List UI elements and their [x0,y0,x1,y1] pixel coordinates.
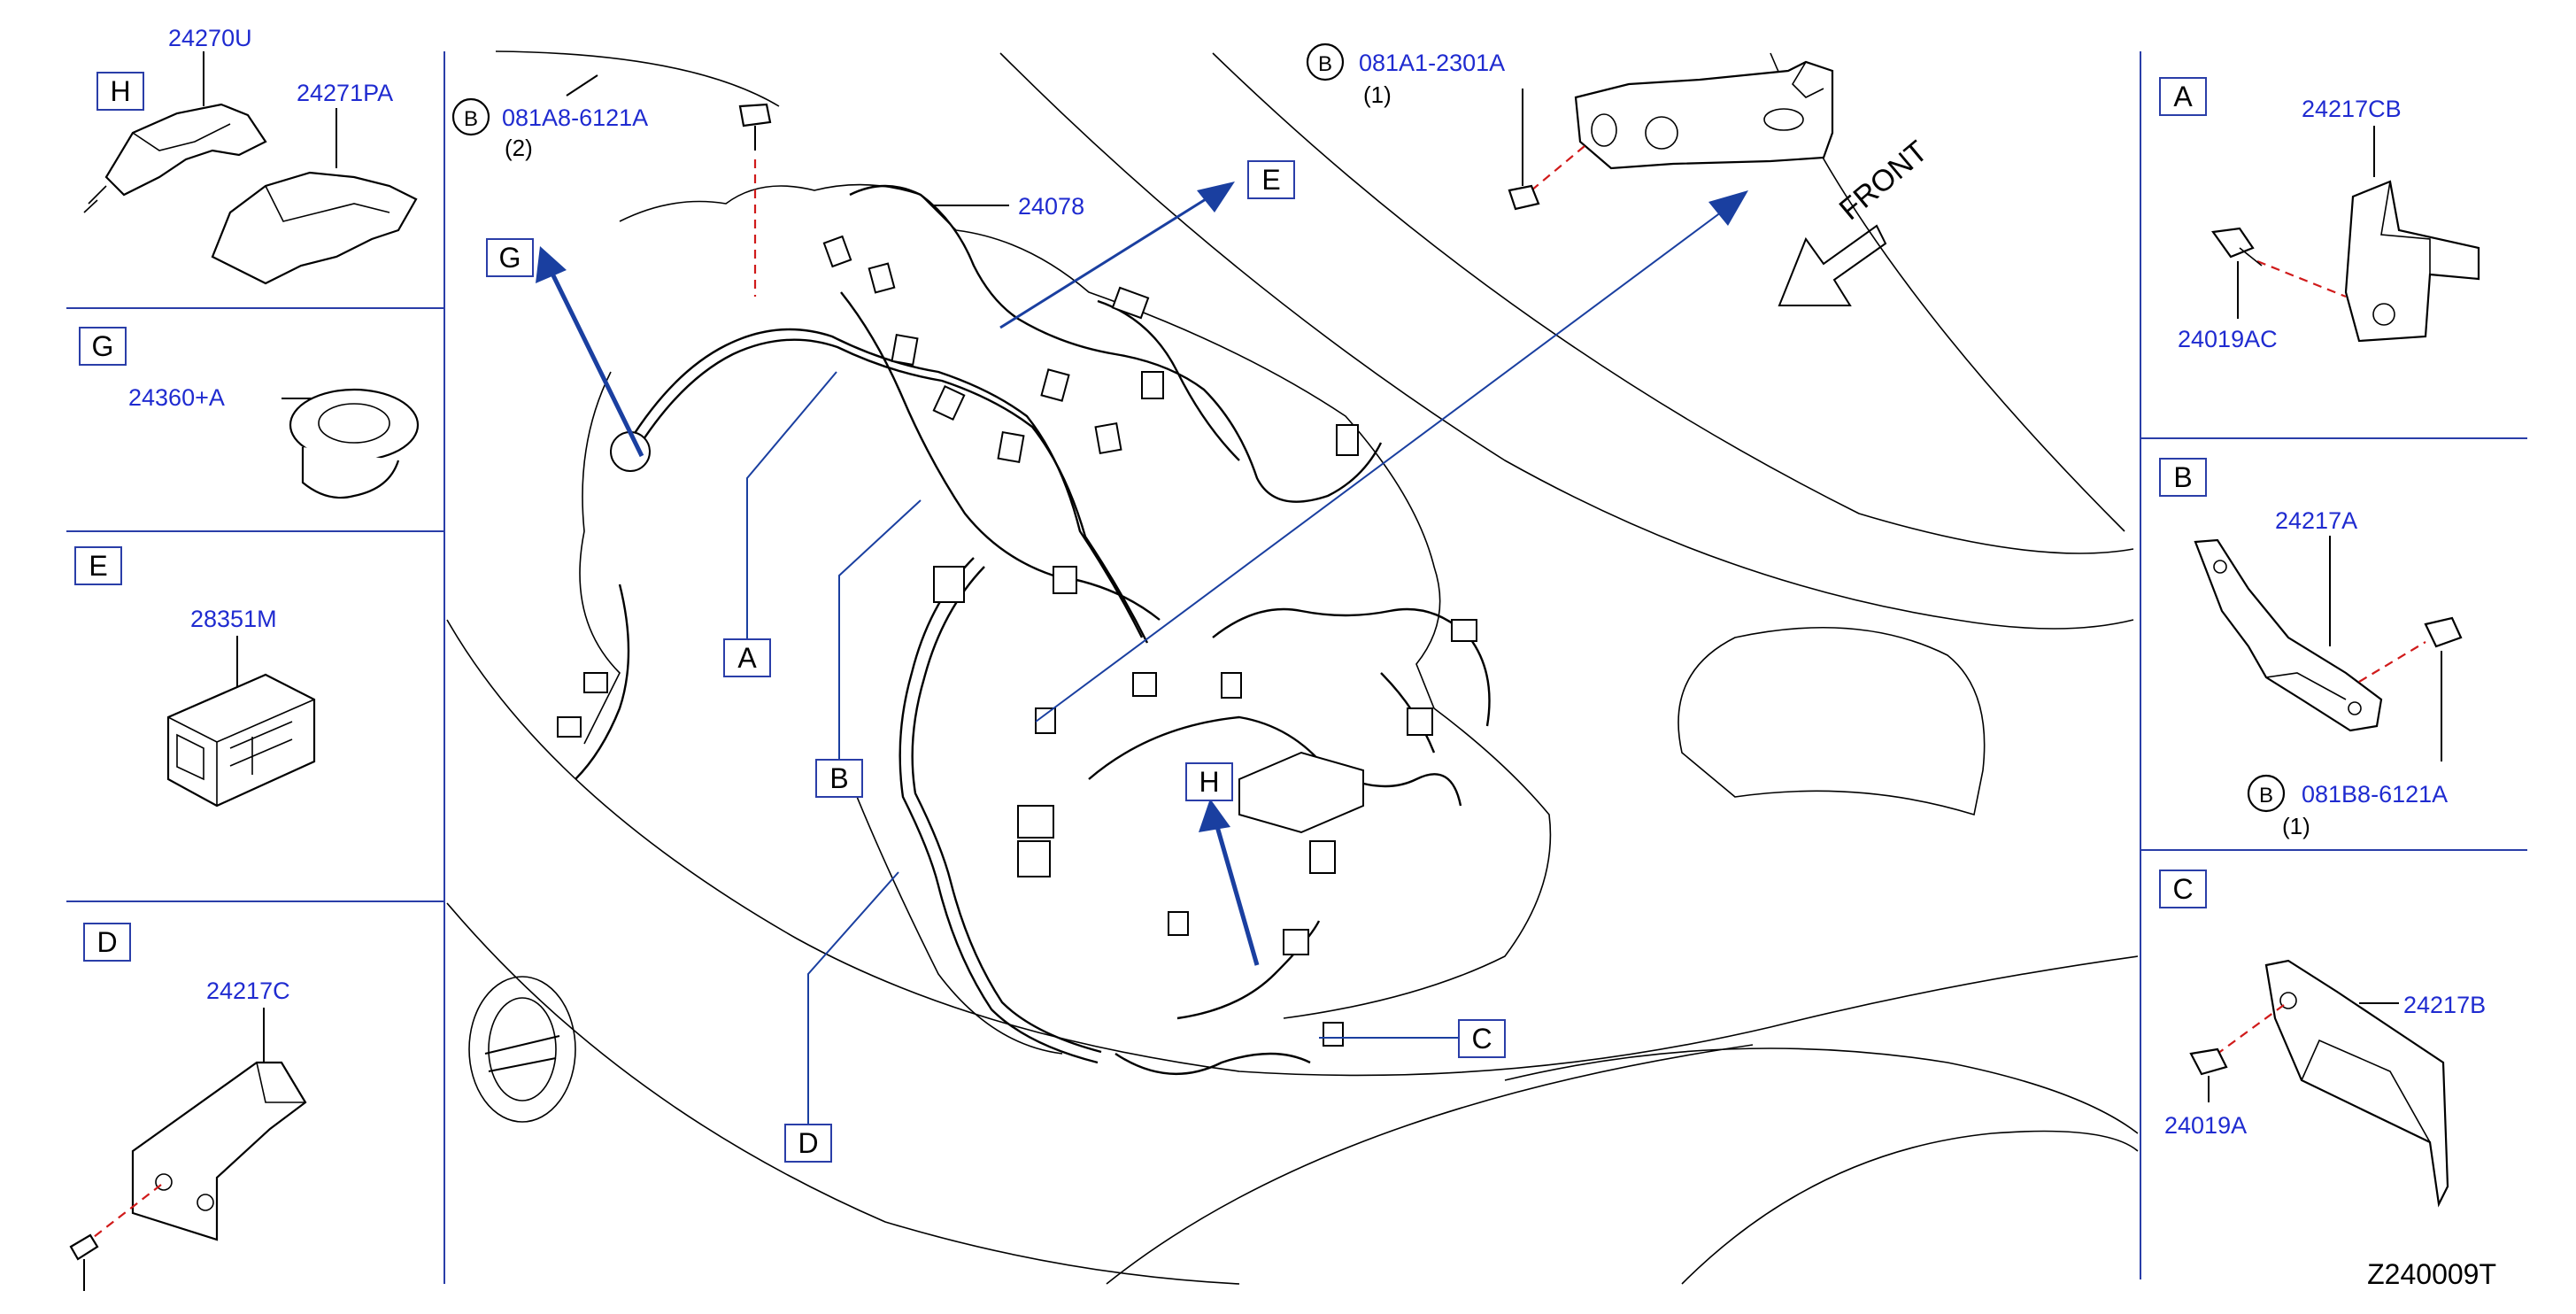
location-label-c[interactable]: C [1471,1023,1492,1055]
location-label-d[interactable]: D [798,1127,818,1159]
panel-b: B 24217A B 081B8-6121A (1) [2159,458,2463,839]
panel-b-letter: B [2173,461,2192,493]
panel-e: E 28351M [74,546,316,808]
wiring-harness [575,184,1491,1076]
part-number-24217CB[interactable]: 24217CB [2302,96,2402,122]
location-arrows [536,182,1748,966]
part-number-24270U[interactable]: 24270U [168,25,252,51]
location-label-e[interactable]: E [1261,164,1280,196]
panel-h-letter-box [96,72,144,111]
panel-a: A 24217CB 24019AC [2159,77,2480,352]
front-direction-arrow: FRONT [1778,135,1934,306]
location-label-b[interactable]: B [829,762,848,794]
quantity-081B8: (1) [2282,813,2310,839]
part-number-24019AC[interactable]: 24019AC [2178,326,2278,352]
bolt-symbol-b: B [2259,784,2273,808]
panel-d-letter-box [83,923,131,962]
bracket-081A1-2301A [1508,60,1834,211]
quantity-081A1: (1) [1363,81,1392,108]
diagram-code: Z240009T [2367,1258,2496,1290]
panel-a-letter: A [2173,81,2193,112]
panel-g: G 24360+A [79,327,420,499]
front-label: FRONT [1833,135,1934,227]
part-number-081A1-2301A[interactable]: 081A1-2301A [1359,50,1505,76]
part-number-24019A[interactable]: 24019A [2164,1112,2247,1139]
panel-h: H 24270U 24271PA [83,25,418,285]
panel-h-letter: H [110,75,130,107]
harness-connectors [557,235,1477,1047]
location-label-h[interactable]: H [1199,766,1219,798]
engine-bay-outline [446,50,2139,1285]
location-label-a[interactable]: A [737,642,757,674]
panel-d: D 24217C [69,923,307,1291]
panel-e-letter: E [89,550,107,582]
panel-b-letter-box [2159,458,2207,497]
bolt-symbol-b-2: B [1318,52,1332,76]
panel-separators [66,51,2527,1284]
main-callouts: B 081A8-6121A (2) B 081A1-2301A (1) 2407… [451,43,1505,220]
part-number-28351M[interactable]: 28351M [190,606,277,632]
panel-e-letter-box [74,546,122,585]
bolt-symbol-b-1: B [464,107,478,131]
location-leaders [566,74,1459,1125]
panel-a-letter-box [2159,77,2207,116]
panel-g-letter-box [79,327,127,366]
location-labels: G E A B H C D [486,160,1506,1163]
part-number-24217C[interactable]: 24217C [206,978,290,1004]
quantity-081A8: (2) [505,135,533,161]
part-number-24217A[interactable]: 24217A [2275,507,2357,534]
panel-d-letter: D [96,926,117,958]
part-number-081B8-6121A[interactable]: 081B8-6121A [2302,781,2448,808]
part-number-24078[interactable]: 24078 [1018,193,1084,220]
panel-g-letter: G [92,330,114,362]
location-label-g[interactable]: G [499,242,521,274]
part-number-081A8-6121A[interactable]: 081A8-6121A [502,104,648,131]
part-number-24360-A[interactable]: 24360+A [128,384,225,411]
bolt-081A8-6121A [738,103,772,297]
panel-c: C 24217B 24019A [2159,870,2486,1208]
panel-c-letter: C [2172,873,2193,905]
panel-c-letter-box [2159,870,2207,908]
part-number-24271PA[interactable]: 24271PA [297,80,393,106]
part-number-24217B[interactable]: 24217B [2403,992,2486,1018]
